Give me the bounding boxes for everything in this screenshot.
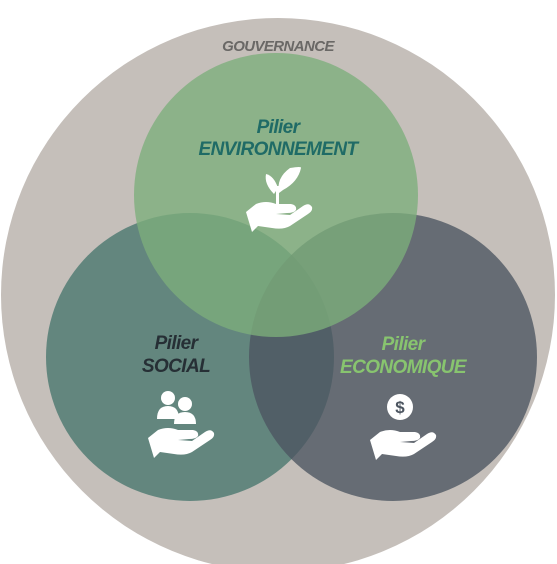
social-pillar-name: SOCIAL bbox=[142, 356, 210, 377]
plant-in-hand-icon bbox=[246, 167, 313, 232]
environment-pillar-title: Pilier bbox=[257, 117, 302, 138]
environment-pillar-name: ENVIRONNEMENT bbox=[199, 139, 360, 160]
people-in-hand-icon bbox=[148, 391, 215, 458]
social-pillar-title: Pilier bbox=[155, 333, 200, 354]
governance-label: GOUVERNANCE bbox=[222, 38, 335, 55]
coin-in-hand-icon: $ bbox=[370, 394, 437, 460]
economic-pillar-title: Pilier bbox=[382, 334, 427, 355]
svg-text:$: $ bbox=[395, 398, 405, 417]
economic-pillar-name: ECONOMIQUE bbox=[340, 357, 468, 378]
